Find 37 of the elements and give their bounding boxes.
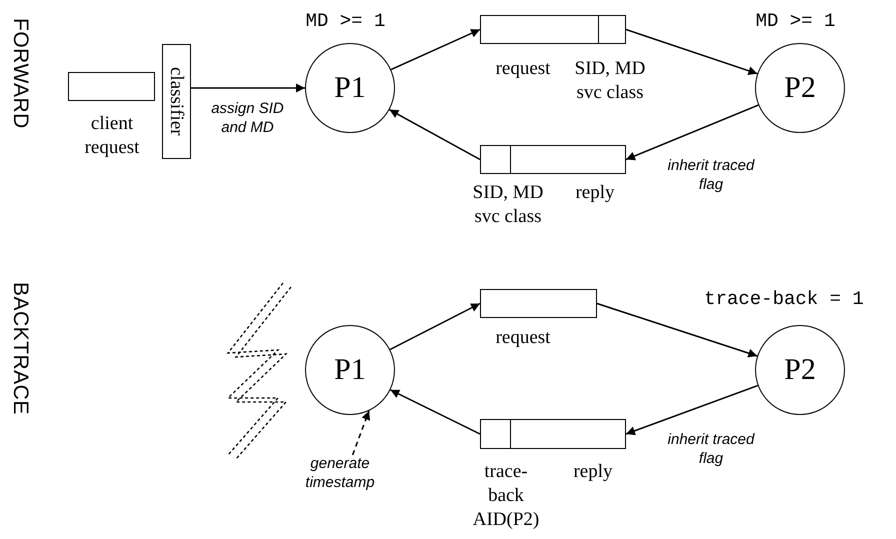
arrow bbox=[390, 302, 480, 350]
arrow bbox=[352, 410, 370, 456]
request-box bbox=[68, 72, 155, 101]
edge-label: inherit traced flag bbox=[666, 431, 756, 468]
field-label: request bbox=[494, 57, 552, 81]
arrow bbox=[390, 28, 480, 70]
field-label: trace-back AID(P2) bbox=[472, 460, 540, 532]
edge-label: assign SID and MD bbox=[210, 100, 285, 138]
arrow bbox=[596, 302, 758, 358]
field-label: request bbox=[494, 326, 552, 350]
condition-label: MD >= 1 bbox=[304, 10, 386, 34]
condition-label: trace-back = 1 bbox=[703, 288, 865, 312]
arrow bbox=[626, 104, 759, 160]
field-label: reply bbox=[572, 460, 614, 484]
arrow bbox=[191, 84, 305, 92]
message-packet bbox=[480, 15, 626, 44]
arrow bbox=[626, 384, 758, 436]
process-circle: P2 bbox=[755, 325, 845, 415]
field-label: SID, MD svc class bbox=[574, 57, 646, 104]
message-packet bbox=[480, 145, 626, 174]
section-label: FORWARD bbox=[8, 18, 32, 129]
message-packet bbox=[480, 419, 626, 449]
edge-label: inherit traced flag bbox=[666, 157, 756, 194]
section-label: BACKTRACE bbox=[8, 282, 32, 415]
field-label: reply bbox=[574, 181, 616, 205]
annotation: generate timestamp bbox=[285, 455, 395, 492]
process-circle: P1 bbox=[305, 325, 395, 415]
arrow bbox=[389, 109, 480, 160]
classifier-box: classifier bbox=[162, 44, 191, 159]
field-label: SID, MD svc class bbox=[472, 181, 544, 228]
process-circle: P2 bbox=[755, 43, 845, 133]
message-packet bbox=[480, 289, 597, 318]
process-circle: P1 bbox=[305, 43, 395, 133]
condition-label: MD >= 1 bbox=[754, 10, 836, 34]
arrow bbox=[390, 389, 480, 435]
arrow bbox=[626, 28, 758, 76]
field-label: client request bbox=[84, 112, 140, 160]
